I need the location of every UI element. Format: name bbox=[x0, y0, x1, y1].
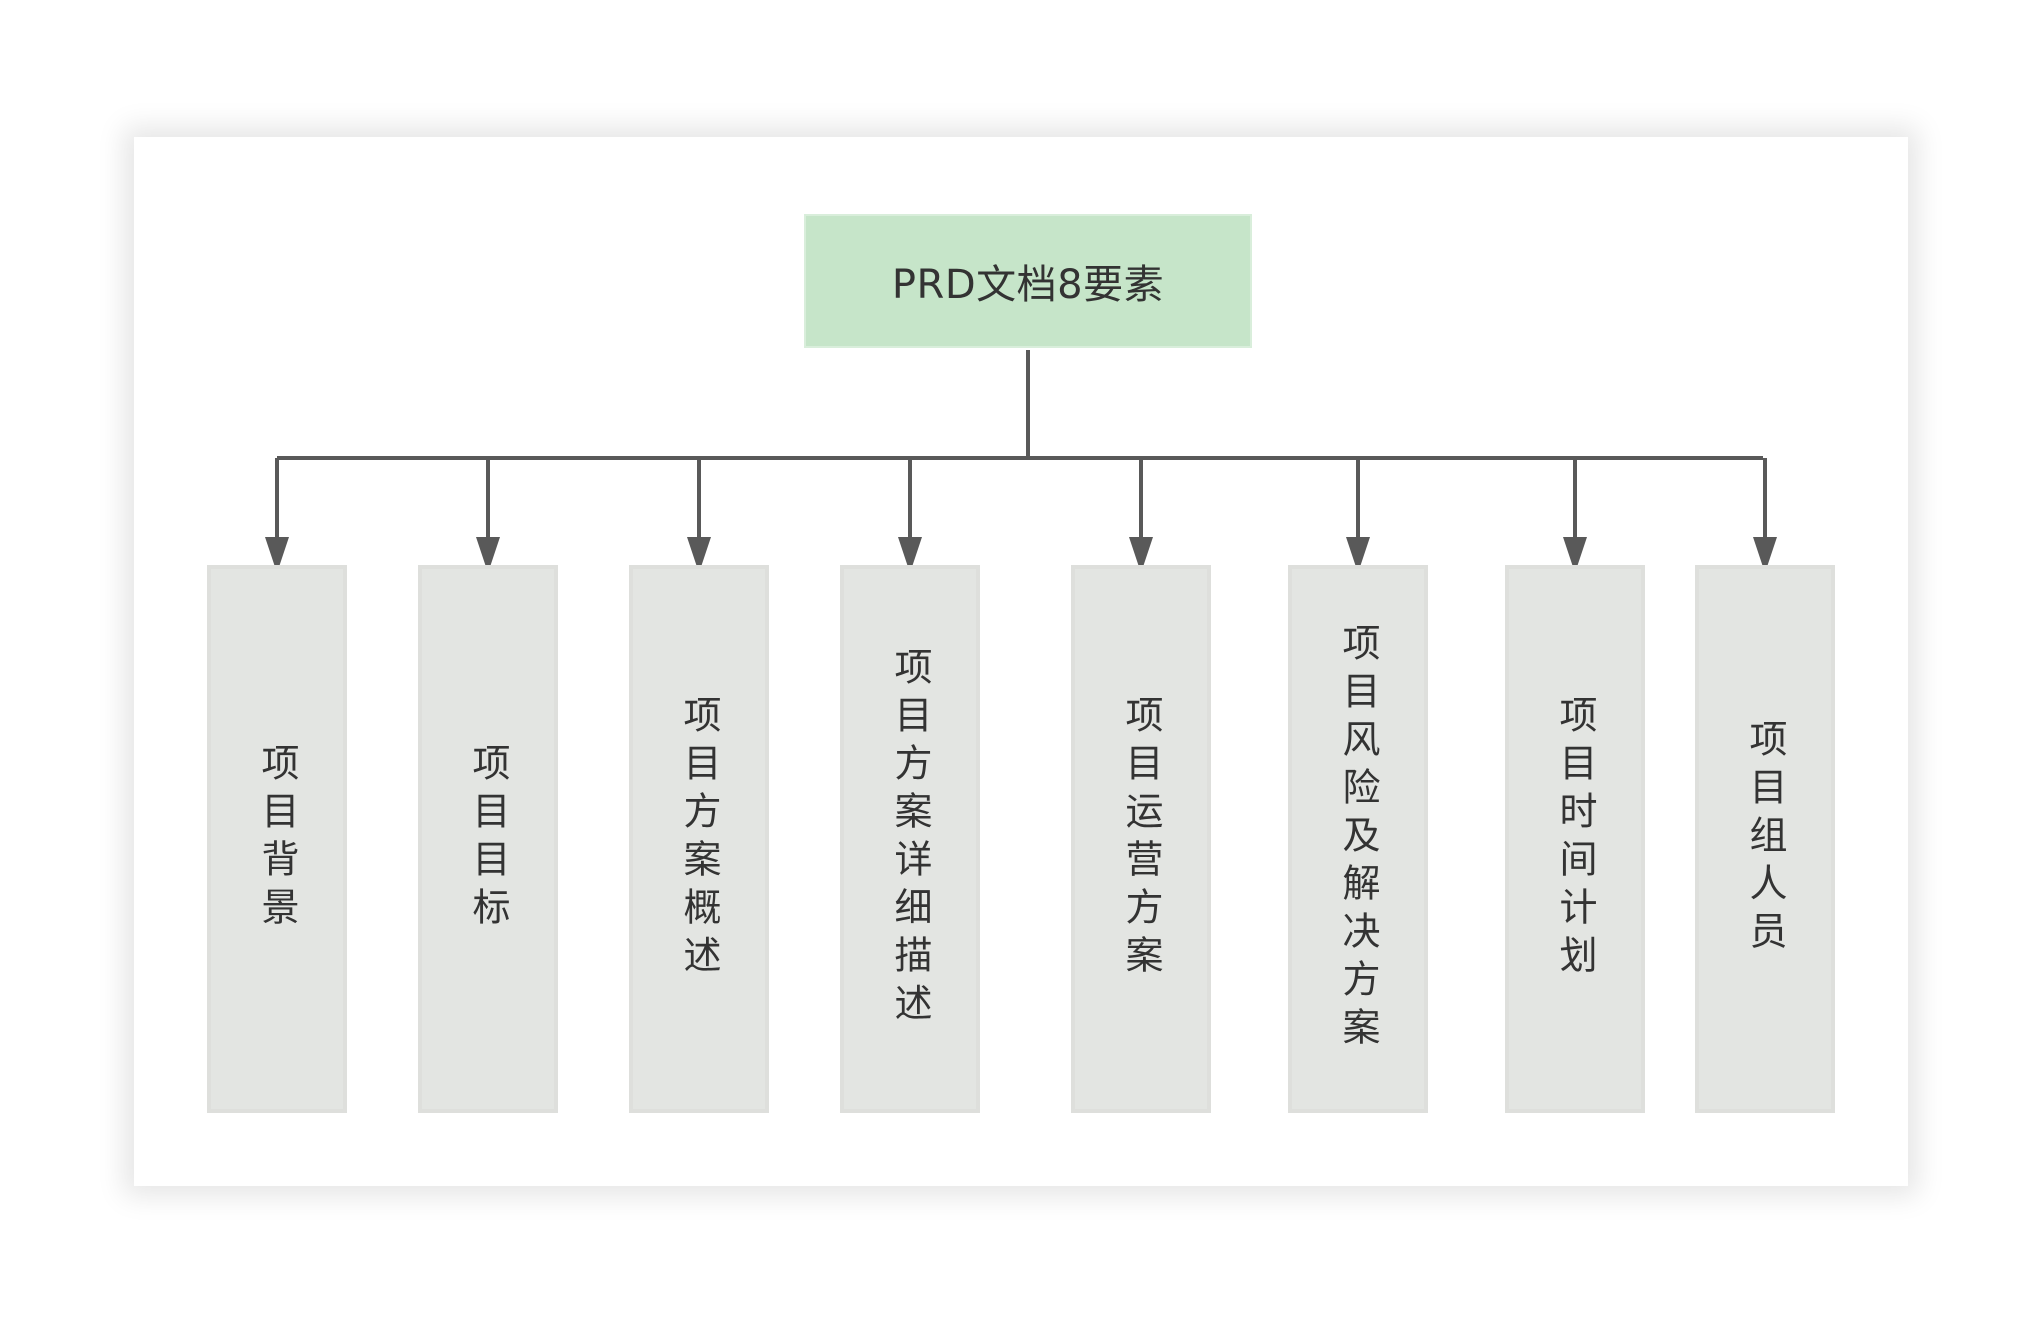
arrowhead-1 bbox=[265, 537, 289, 573]
child-node-label: 项目运营方案 bbox=[1119, 695, 1163, 983]
child-node-5: 项目运营方案 bbox=[1071, 565, 1211, 1113]
branch-connectors bbox=[265, 458, 1777, 573]
child-node-3: 项目方案概述 bbox=[629, 565, 769, 1113]
arrowhead-3 bbox=[687, 537, 711, 573]
child-node-8: 项目组人员 bbox=[1695, 565, 1835, 1113]
child-node-2: 项目目标 bbox=[418, 565, 558, 1113]
child-node-1: 项目背景 bbox=[207, 565, 347, 1113]
arrowhead-7 bbox=[1563, 537, 1587, 573]
child-node-6: 项目风险及解决方案 bbox=[1288, 565, 1428, 1113]
child-node-label: 项目方案详细描述 bbox=[888, 647, 932, 1031]
arrowhead-4 bbox=[898, 537, 922, 573]
child-node-label: 项目背景 bbox=[255, 743, 299, 935]
child-node-label: 项目风险及解决方案 bbox=[1336, 623, 1380, 1055]
root-node-label: PRD文档8要素 bbox=[891, 262, 1165, 308]
root-node: PRD文档8要素 bbox=[804, 214, 1252, 348]
child-node-4: 项目方案详细描述 bbox=[840, 565, 980, 1113]
child-node-label: 项目组人员 bbox=[1743, 719, 1787, 959]
child-node-label: 项目目标 bbox=[466, 743, 510, 935]
arrowhead-2 bbox=[476, 537, 500, 573]
arrowhead-6 bbox=[1346, 537, 1370, 573]
child-node-label: 项目时间计划 bbox=[1553, 695, 1597, 983]
child-node-label: 项目方案概述 bbox=[677, 695, 721, 983]
child-node-7: 项目时间计划 bbox=[1505, 565, 1645, 1113]
arrowhead-8 bbox=[1753, 537, 1777, 573]
arrowhead-5 bbox=[1129, 537, 1153, 573]
